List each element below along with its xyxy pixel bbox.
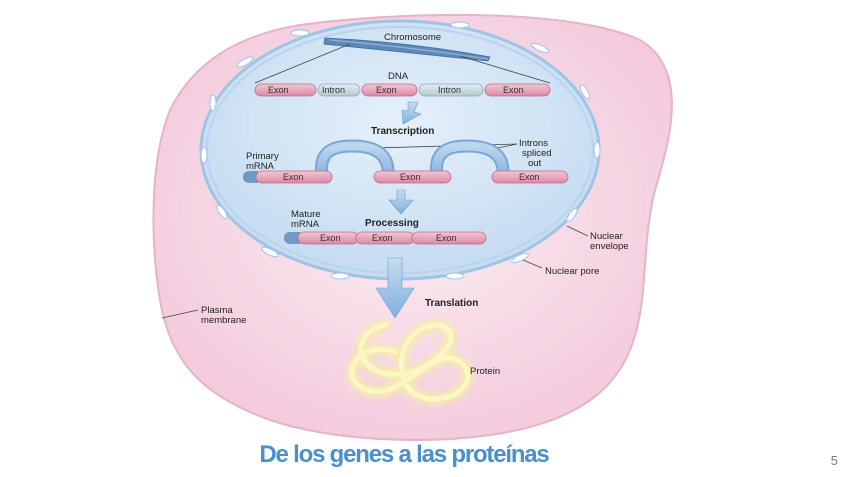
protein-label: Protein <box>470 366 500 377</box>
plasma-membrane-label-2: membrane <box>201 315 246 326</box>
chromosome-label: Chromosome <box>384 32 441 43</box>
mature-segment-1: Exon <box>320 233 341 243</box>
transcription-arrow <box>401 101 422 125</box>
dna-label: DNA <box>388 71 409 82</box>
processing-label: Processing <box>365 218 419 229</box>
nuclear-pores <box>200 21 601 280</box>
introns-spliced-label-1: Introns <box>519 138 548 149</box>
primary-mrna: Exon Exon Exon <box>243 139 569 184</box>
primary-segment-3: Exon <box>519 172 540 182</box>
introns-spliced-label-3: out <box>528 158 542 169</box>
mature-segment-3: Exon <box>436 233 457 243</box>
dna-segment-3: Exon <box>376 85 397 95</box>
mature-mrna-label-2: mRNA <box>291 219 320 230</box>
nuclear-pore-label: Nuclear pore <box>545 266 599 277</box>
mature-mrna: Exon Exon Exon <box>284 231 487 245</box>
chromosome: Chromosome <box>323 32 491 62</box>
introns-spliced-label-2: spliced <box>522 148 552 159</box>
primary-segment-2: Exon <box>400 172 421 182</box>
nuclear-envelope-label-2: envelope <box>590 241 629 252</box>
nuclear-envelope-label-1: Nuclear <box>590 231 623 242</box>
plasma-membrane-label-1: Plasma <box>201 305 233 316</box>
primary-mrna-label-1: Primary <box>246 151 279 162</box>
slide-title: De los genes a las proteínas <box>259 441 549 468</box>
translation-arrow <box>375 257 415 319</box>
page-number: 5 <box>830 453 838 468</box>
primary-segment-1: Exon <box>283 172 304 182</box>
dna-segment-5: Exon <box>503 85 524 95</box>
processing-arrow <box>388 189 414 215</box>
mature-segment-2: Exon <box>372 233 393 243</box>
transcription-label: Transcription <box>371 126 434 137</box>
protein: Protein <box>346 320 500 405</box>
dna-segment-2: Intron <box>322 85 345 95</box>
dna-strand: Exon Intron Exon Intron Exon <box>254 83 551 97</box>
primary-mrna-label-2: mRNA <box>246 161 275 172</box>
mature-mrna-label-1: Mature <box>291 209 321 220</box>
dna-segment-4: Intron <box>438 85 461 95</box>
dna-segment-1: Exon <box>268 85 289 95</box>
translation-label: Translation <box>425 298 478 309</box>
